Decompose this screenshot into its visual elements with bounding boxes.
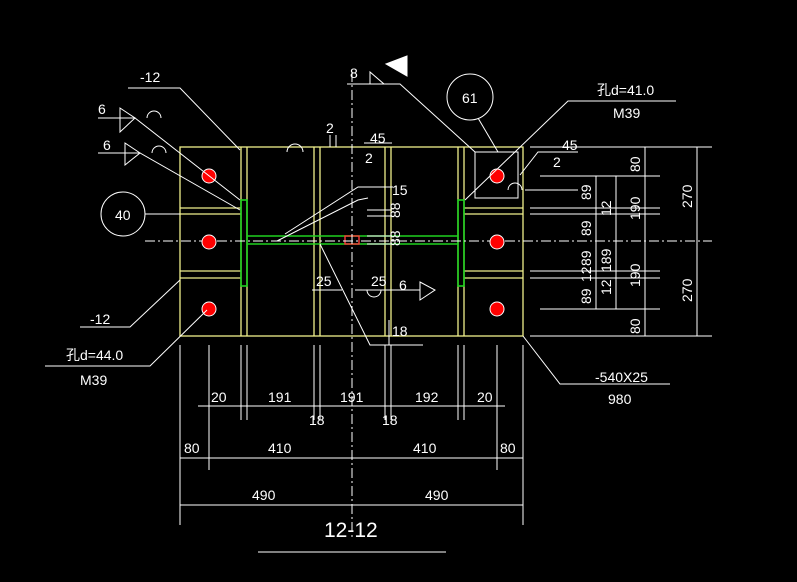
dimension-label: 89: [578, 184, 594, 200]
dimension-label: 88: [387, 202, 403, 218]
dimension-label: 270: [679, 184, 695, 208]
dimension-label: 490: [252, 487, 276, 503]
dimension-label: 12: [598, 279, 614, 295]
dimension-label: 190: [627, 263, 643, 287]
dimension-label: 18: [392, 323, 408, 339]
detail-number: 40: [115, 207, 131, 223]
dimension-label: 80: [184, 440, 200, 456]
dimension-label: 18: [309, 412, 325, 428]
bolt-hole: [201, 301, 217, 317]
dimension-label: 88: [387, 230, 403, 246]
dimension-label: 89: [578, 250, 594, 266]
dimension-label: 191: [340, 389, 364, 405]
bolt-hole: [489, 168, 505, 184]
dimension-label: 270: [679, 278, 695, 302]
right-dimensions: [530, 146, 712, 337]
dimension-label: 80: [627, 318, 643, 334]
dimension-label: 25: [316, 273, 332, 289]
bolt-hole: [201, 234, 217, 250]
dimension-label: 80: [627, 156, 643, 172]
dimension-label: 45: [370, 130, 386, 146]
dimension-label: 190: [627, 196, 643, 220]
weld-size-label: 6: [103, 137, 111, 153]
section-title: 12-12: [324, 519, 378, 542]
dimension-label: 89: [578, 288, 594, 304]
dimension-label: 20: [211, 389, 227, 405]
dimension-label: 25: [371, 273, 387, 289]
dimension-label: 80: [500, 440, 516, 456]
weld-size-label: 6: [399, 277, 407, 293]
bolt-hole: [489, 234, 505, 250]
dimension-label: 490: [425, 487, 449, 503]
dimension-label: 15: [392, 182, 408, 198]
dimension-label: 20: [477, 389, 493, 405]
dimension-label: 12: [578, 266, 594, 282]
hole-spec-bottom: 孔d=44.0: [66, 347, 123, 363]
leaders: [45, 55, 676, 385]
bolt-spec-bottom: M39: [80, 372, 107, 388]
labels: -12 6 6 8 61 孔d=41.0 M39 45 2 2 15 45 2 …: [66, 65, 695, 542]
bottom-dimensions: [179, 345, 524, 553]
dimension-label: 192: [415, 389, 439, 405]
hole-spec-top: 孔d=41.0: [597, 82, 654, 98]
dimension-label: 410: [268, 440, 292, 456]
dimension-label: 2: [326, 120, 334, 136]
bolt-spec-top: M39: [613, 105, 640, 121]
dimension-label: 89: [578, 220, 594, 236]
dimension-label: 12: [598, 200, 614, 216]
plate-label-bottom: -12: [90, 311, 110, 327]
plate-length: 980: [608, 391, 632, 407]
detail-number: 61: [462, 90, 478, 106]
dimension-label: 189: [598, 248, 614, 272]
dimension-label: 45: [562, 137, 578, 153]
plate-label-top: -12: [140, 69, 160, 85]
dimension-label: 410: [413, 440, 437, 456]
center-lines: [145, 72, 712, 540]
dimension-label: 2: [365, 150, 373, 166]
bolt-hole: [489, 301, 505, 317]
dimension-label: 191: [268, 389, 292, 405]
weld-size-label: 6: [98, 101, 106, 117]
dimension-label: 18: [382, 412, 398, 428]
weld-size-label: 8: [350, 65, 358, 81]
plate-spec: -540X25: [595, 369, 648, 385]
dimension-label: 2: [553, 154, 561, 170]
